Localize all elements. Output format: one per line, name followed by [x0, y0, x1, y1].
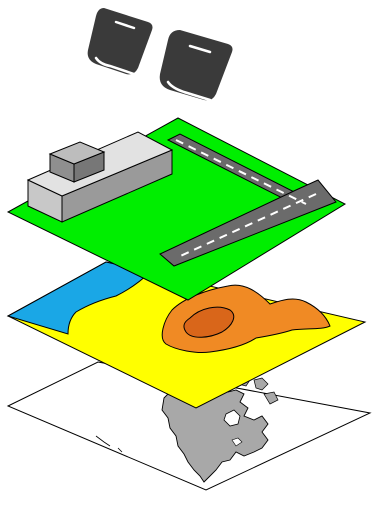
base-map-layer: [6, 361, 372, 491]
terrain-zones-layer: [6, 261, 367, 409]
books-layer: [87, 8, 233, 102]
book-1-label: [114, 20, 136, 30]
arctic-island-3: [263, 391, 279, 405]
book-2-label: [188, 44, 212, 54]
runway-centerline: [175, 139, 317, 259]
book-2-spine: [166, 80, 212, 102]
hudson-bay: [223, 409, 241, 427]
elevation-contour-inner: [183, 306, 235, 338]
arctic-island-2: [253, 377, 269, 391]
book-2-cover: [159, 30, 233, 101]
book-1-cover: [87, 8, 153, 75]
book-icon: [159, 30, 233, 102]
runway-main: [159, 179, 337, 267]
runway-icon: [159, 133, 337, 267]
great-lakes: [231, 437, 243, 447]
aleutian-islands: [95, 435, 123, 453]
water-area: [6, 261, 151, 335]
book-1-spine: [94, 56, 136, 76]
building-icon: [26, 131, 174, 223]
book-icon: [87, 8, 153, 76]
facility-layer: [6, 117, 347, 301]
rooftop-block-top: [48, 141, 106, 165]
